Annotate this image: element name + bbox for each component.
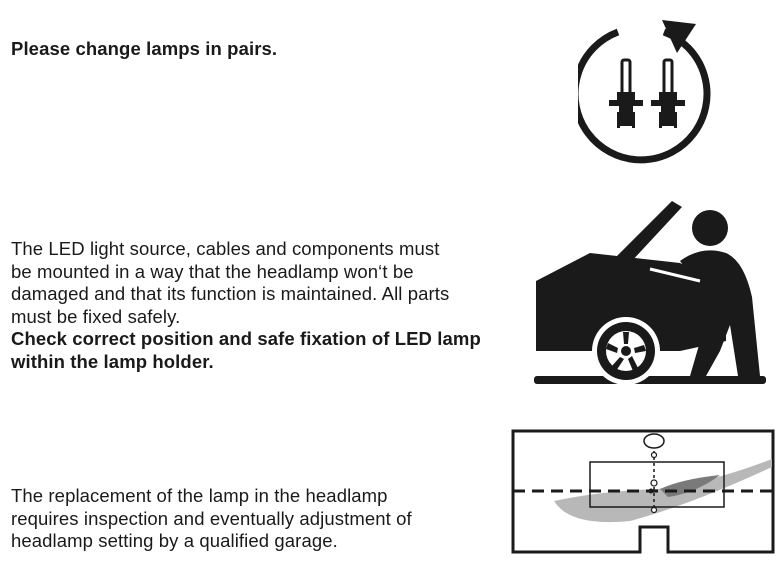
instruction-line: headlamp setting by a qualified garage. [11, 530, 338, 551]
mechanic-at-car-icon [534, 201, 766, 385]
bulb-left [609, 58, 643, 128]
change-lamps-in-pairs-icon [578, 20, 711, 164]
instruction-change-in-pairs: Please change lamps in pairs. [11, 38, 277, 61]
bulb-right [651, 58, 685, 128]
instruction-line: The LED light source, cables and compone… [11, 238, 440, 259]
instruction-line: The replacement of the lamp in the headl… [11, 485, 388, 506]
instruction-headlamp-adjustment: The replacement of the lamp in the headl… [11, 485, 481, 553]
headlamp-beam-adjustment-icon [511, 429, 775, 554]
instruction-line-bold: within the lamp holder. [11, 350, 214, 372]
instruction-line: requires inspection and eventually adjus… [11, 507, 412, 529]
instruction-line: damaged and that its function is maintai… [11, 283, 450, 304]
instruction-line: be mounted in a way that the headlamp wo… [11, 260, 414, 282]
instruction-led-mounting: The LED light source, cables and compone… [11, 238, 521, 373]
instruction-line-bold: Check correct position and safe fixation… [11, 328, 481, 349]
instruction-text: Please change lamps in pairs. [11, 38, 278, 59]
instruction-line: must be fixed safely. [11, 305, 181, 327]
